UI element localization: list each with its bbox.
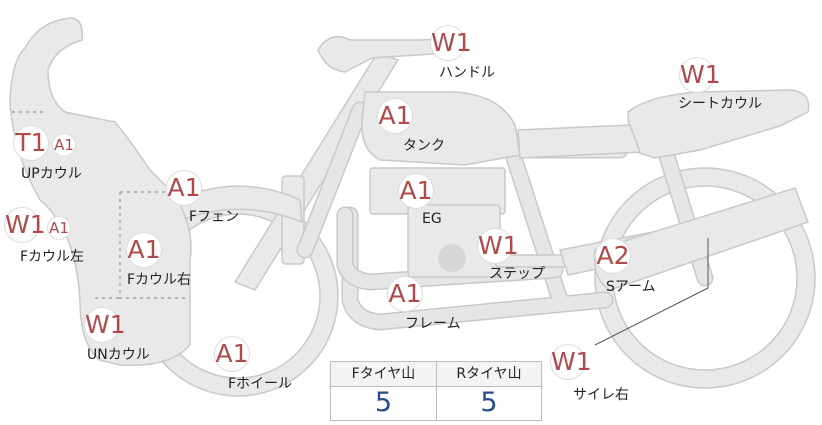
engine-label: EG [422,211,442,227]
front-tread-value[interactable]: 5 [374,387,393,418]
engine-badge[interactable]: A1 [398,173,434,209]
frame-label: フレーム [405,316,461,332]
rear-tread-header: Rタイヤ山 [437,362,541,387]
f-fender-badge[interactable]: A1 [166,170,202,206]
seat-cowl-shape [627,89,810,159]
up-cowl-badge[interactable]: T1 [13,125,49,161]
f-fender-label: Fフェン [189,209,240,225]
seat-cowl-badge[interactable]: W1 [679,57,721,93]
front-cowl-shape [9,17,192,367]
up-cowl-badge-small[interactable]: A1 [52,133,76,157]
seat-cowl-label: シートカウル [678,96,762,112]
step-badge[interactable]: W1 [477,228,519,264]
f-cowl-left-badge-small[interactable]: A1 [47,216,71,240]
un-cowl-badge[interactable]: W1 [84,307,126,343]
frame-badge[interactable]: A1 [387,276,423,312]
f-wheel-label: Fホイール [228,376,293,392]
tank-badge[interactable]: A1 [377,98,413,134]
rear-tread-value[interactable]: 5 [480,387,498,418]
up-cowl-label: UPカウル [21,166,82,182]
step-label: ステップ [489,266,545,282]
s-arm-badge[interactable]: A2 [595,238,631,274]
tank-label: タンク [403,138,445,154]
handle-badge[interactable]: W1 [430,25,472,61]
tire-tread-table: Fタイヤ山 Rタイヤ山 5 5 [330,361,542,421]
front-tread-header: Fタイヤ山 [331,362,436,387]
f-cowl-left-label: Fカウル左 [20,249,85,265]
f-wheel-badge[interactable]: A1 [214,336,250,372]
un-cowl-label: UNカウル [87,347,150,363]
s-arm-label: Sアーム [606,279,656,295]
handle-label: ハンドル [439,65,495,81]
silencer-shape [593,187,809,291]
table-divider [436,362,437,420]
f-cowl-right-badge[interactable]: A1 [126,232,162,268]
silencer-right-badge[interactable]: W1 [550,344,592,380]
f-cowl-right-label: Fカウル右 [127,272,192,288]
f-cowl-left-badge[interactable]: W1 [4,207,46,243]
silencer-right-label: サイレ右 [573,387,629,403]
